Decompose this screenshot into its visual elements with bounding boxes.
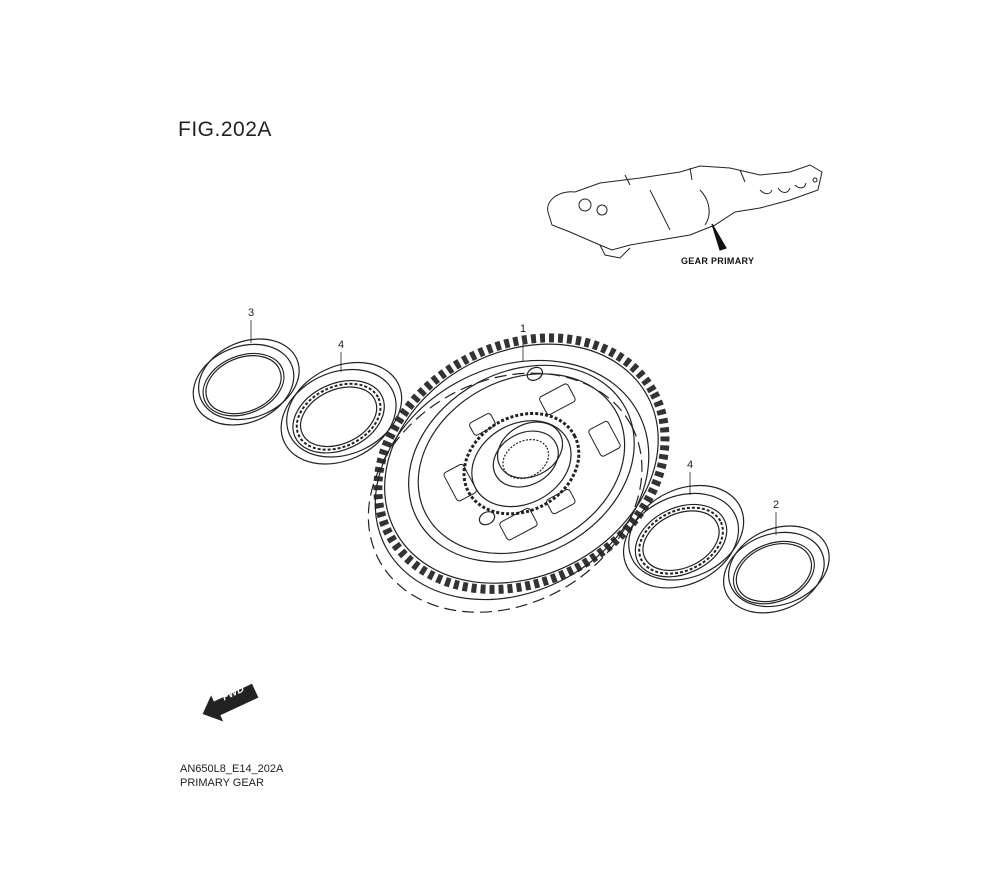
figure-caption: PRIMARY GEAR [180, 777, 264, 789]
fwd-arrow-icon [202, 683, 259, 722]
inset-pointer-arrow [711, 223, 727, 251]
bearing-part-4-right [622, 484, 745, 589]
engine-inset-sketch [547, 164, 823, 259]
bearing-part-4-left [280, 361, 403, 465]
callout-4-left: 4 [338, 339, 345, 351]
callout-1: 1 [520, 323, 527, 335]
leader-lines [250, 320, 777, 535]
seal-part-2 [723, 525, 830, 614]
callout-3: 3 [248, 307, 255, 319]
figure-code: AN650L8_E14_202A [180, 763, 284, 775]
seal-part-3 [192, 338, 300, 426]
callout-4-right: 4 [687, 459, 694, 471]
figure-title: FIG.202A [178, 118, 272, 141]
primary-gear-part-1 [367, 333, 670, 613]
gear-primary-label: GEAR PRIMARY [681, 256, 755, 266]
callout-2: 2 [773, 499, 780, 511]
